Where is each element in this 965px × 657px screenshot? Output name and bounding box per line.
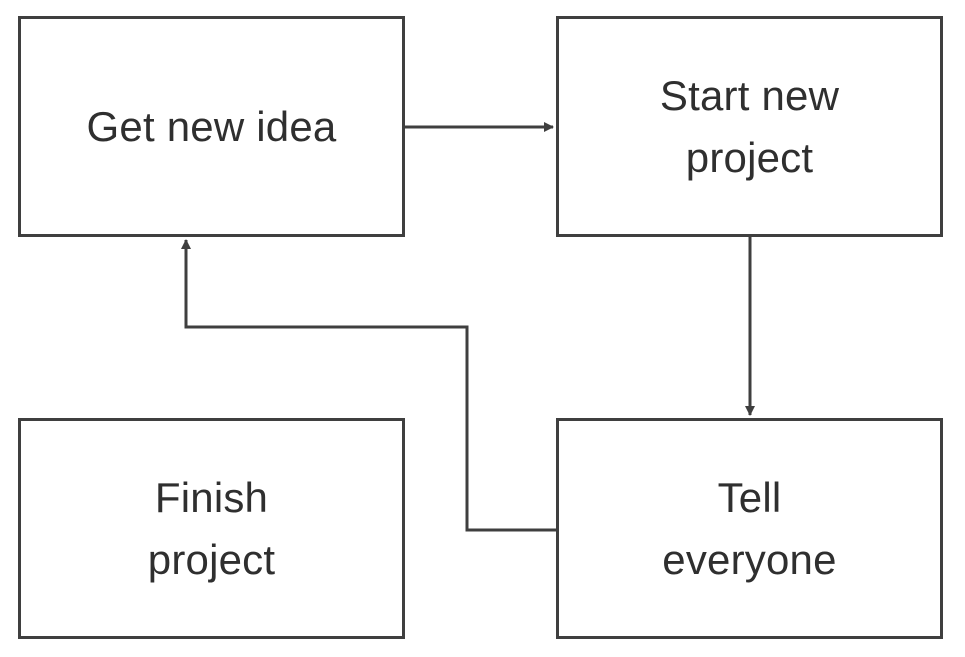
node-tell-everyone: Tell everyone: [556, 418, 943, 639]
node-label-tell-everyone: Tell everyone: [662, 473, 837, 583]
node-label-get-new-idea: Get new idea: [86, 102, 337, 150]
node-start-new-project: Start new project: [556, 16, 943, 237]
node-get-new-idea: Get new idea: [18, 16, 405, 237]
node-label-finish-project: Finish project: [147, 473, 276, 583]
node-label-start-new-project: Start new project: [659, 71, 840, 181]
node-finish-project: Finish project: [18, 418, 405, 639]
